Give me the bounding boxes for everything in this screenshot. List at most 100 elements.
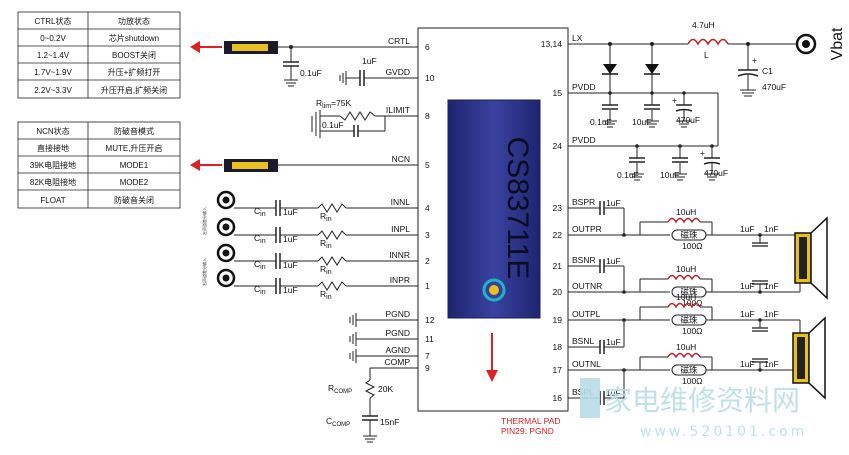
pin-number: 22 [553, 230, 563, 240]
pin-number: 7 [425, 351, 430, 361]
speaker-left [792, 316, 826, 400]
rin-label: Rin [320, 289, 332, 301]
ncn-header-2: 防破音模式 [114, 126, 154, 136]
ctrl-cell: BOOST关闭 [112, 50, 156, 60]
rcomp-label: RCOMP [328, 383, 352, 395]
pin-name-pvdd: PVDD [572, 135, 596, 145]
pin-name-crtl: CRTL [388, 36, 410, 46]
boost-inductor [687, 38, 729, 46]
pin-name-bsnl: BSNL [572, 336, 594, 346]
ccomp-value: 15nF [380, 417, 399, 427]
c-ilimit-label: 0.1uF [322, 120, 344, 130]
rin-label: Rin [320, 238, 332, 250]
pin-number: 9 [425, 363, 430, 373]
pin-number: 2 [425, 256, 430, 266]
ctrl-cell: 升压开启,扩频关闭 [101, 85, 167, 95]
thermal-pad-pin: PIN29: PGND [501, 426, 554, 436]
pin-number: 20 [553, 287, 563, 297]
speaker-right [794, 216, 828, 300]
pin-number: 23 [553, 203, 563, 213]
output-cap-label: 1nF [764, 359, 779, 369]
ground-pins [349, 313, 418, 363]
cap-plus: + [672, 95, 677, 105]
thermal-pad-label: THERMAL PAD [501, 416, 561, 426]
ncn-cell: MODE2 [120, 178, 149, 187]
ncn-cell: 直接接地 [37, 143, 69, 153]
pin-number: 3 [425, 230, 430, 240]
ferrite-bead-label: 磁珠 [680, 365, 698, 375]
ferrite-bead-label: 磁珠 [680, 230, 698, 240]
ferrite-bead-value: 100Ω [682, 376, 703, 386]
pin-number: 21 [553, 261, 563, 271]
output-inductor-label: 10uH [676, 264, 696, 274]
pin-name-comp: COMP [385, 357, 411, 367]
ctrl-cell: 1.7V~1.9V [34, 68, 72, 77]
output-inductor-label: 10uH [676, 292, 696, 302]
pin-name-outpl: OUTPL [572, 309, 601, 319]
svg-text:Rlim=75K: Rlim=75K [316, 98, 352, 110]
pvdd-cap-label: 10uF [660, 170, 679, 180]
ncn-table: NCN状态 防破音模式 直接接地 MUTE,升压开启 39K电阻接地 MODE1… [17, 121, 181, 209]
ferrite-bead-label: 磁珠 [680, 287, 698, 297]
pin-number: 8 [425, 111, 430, 121]
output-circuits: 1uF10uH磁珠100Ω1nF1uF1uF10uH磁珠100Ω1nF1uF1u… [568, 198, 801, 405]
pvdd-cap-label: 470uF [704, 168, 728, 178]
pin-name-innr: INNR [389, 250, 410, 260]
ctrl-cell: 2.2V~3.3V [34, 86, 72, 95]
cin-value: 1uF [283, 285, 298, 295]
vbat-terminal [795, 33, 817, 55]
pin-name-bspr: BSPR [572, 197, 595, 207]
ctrl-cell: 1.2~1.4V [37, 51, 70, 60]
pin-name-outpr: OUTPR [572, 224, 602, 234]
pin-number: 13,14 [541, 39, 563, 49]
pin-name-pvdd: PVDD [572, 82, 596, 92]
ncn-cell: 39K电阻接地 [30, 160, 76, 170]
cap-plus: + [700, 148, 705, 158]
pin-name-outnr: OUTNR [572, 281, 602, 291]
ccomp-label: CCOMP [326, 416, 350, 428]
cin-value: 1uF [283, 260, 298, 270]
ncn-cell: FLOAT [40, 196, 65, 205]
left-pins: CRTL6GVDD10ILIMIT8NCN5INNL4INPL3INNR2INP… [385, 36, 435, 373]
pin-number: 17 [553, 365, 563, 375]
ctrl-cell: 芯片shutdown [109, 33, 159, 43]
ncn-cell: MODE1 [120, 161, 149, 170]
pin-number: 10 [425, 73, 435, 83]
pin-name-ilimit: ILIMIT [386, 105, 410, 115]
pin-name-inpr: INPR [390, 275, 410, 285]
output-cap-label: 1nF [764, 309, 779, 319]
ncn-cell: MUTE,升压开启 [106, 143, 163, 153]
r-limit-label: Rlim=75K [316, 98, 352, 110]
output-cap-small-label: 1uF [740, 309, 755, 319]
ferrite-bead-label: 磁珠 [680, 315, 698, 325]
rin-label: Rin [320, 264, 332, 276]
cin-label: Cin [254, 284, 266, 296]
watermark-url: www.520101.com [640, 424, 807, 440]
arrow-to-ctrl-table [190, 41, 222, 53]
inductor-name: L [704, 50, 709, 60]
schottky-diodes [602, 42, 660, 93]
pin-number: 24 [553, 141, 563, 151]
cin-label: Cin [254, 259, 266, 271]
input-channel: Cin 1uF Rin [216, 268, 418, 301]
watermark-cn: 家电维修资料网 [604, 384, 800, 417]
pin-number: 18 [553, 342, 563, 352]
ctrl-header-2: 功放状态 [118, 16, 150, 26]
pin-number: 15 [553, 88, 563, 98]
chip-body [447, 99, 541, 319]
ferrite-bead-value: 100Ω [682, 298, 703, 308]
rin-label: Rin [320, 211, 332, 223]
pin-number: 1 [425, 281, 430, 291]
pin-number: 6 [425, 42, 430, 52]
cin-value: 1uF [283, 207, 298, 217]
pin-number: 16 [553, 393, 563, 403]
pin-name-innl: INNL [391, 197, 411, 207]
pin-name-outnl: OUTNL [572, 359, 601, 369]
ctrl-header-1: CTRL状态 [35, 16, 72, 26]
